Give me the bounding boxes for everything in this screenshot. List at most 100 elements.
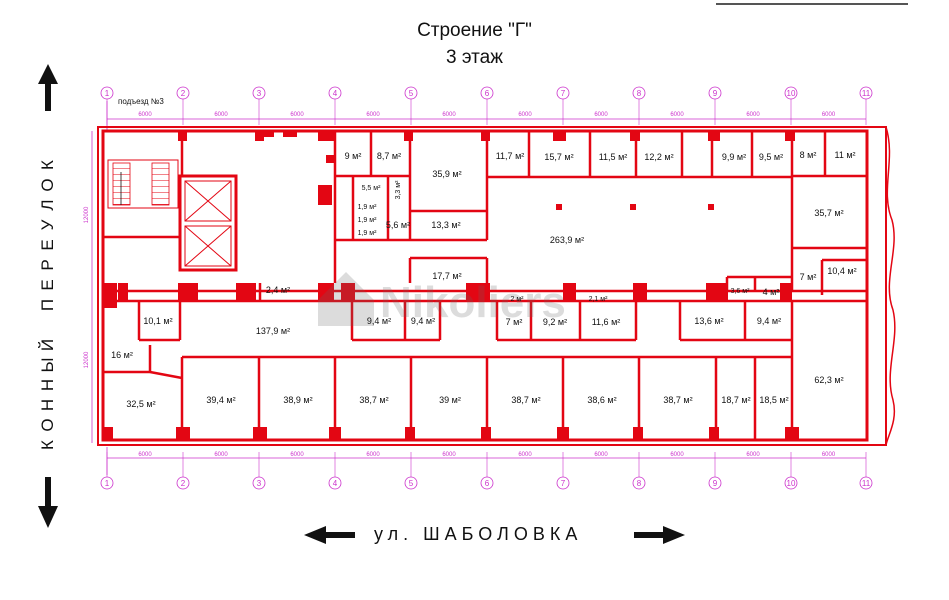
room-area-label: 38,7 м² [359,395,388,405]
axis-label: 2 [181,89,186,98]
west-arrow-icon [304,526,355,544]
column [785,427,799,440]
room-area-label: 39 м² [439,395,461,405]
entrance-label: подъезд №3 [118,97,164,106]
vertical-span-label: 12000 [84,206,90,223]
column [633,283,647,301]
column [404,131,413,141]
span-label: 6000 [366,452,380,458]
span-labels: 6000 6000 6000 6000 6000 6000 6000 6000 6000 6000… [84,112,836,458]
span-label: 6000 [822,452,836,458]
axis-label: 10 [787,479,796,488]
column [481,131,490,141]
span-label: 6000 [366,112,380,118]
axis-label: 8 [637,89,642,98]
span-label: 6000 [670,112,684,118]
room-area-label: 7 м² [800,272,817,282]
structural-columns [103,131,799,440]
span-label: 6000 [442,112,456,118]
column [553,131,566,141]
room-area-label: 16 м² [111,350,133,360]
span-label: 6000 [442,452,456,458]
span-label: 6000 [214,452,228,458]
axis-label: 6 [485,89,490,98]
room-area-label: 18,7 м² [721,395,750,405]
room-area-label: 2,1 м² [589,296,608,303]
column [318,283,334,301]
room-area-label: 11,6 м² [592,317,621,327]
column [318,185,332,205]
room-area-label: 3,3 м² [395,180,402,199]
room-area-label: 2,4 м² [266,285,290,295]
elevator-shafts [178,174,238,272]
column [557,427,569,440]
room-area-label: 2 м² [511,296,525,303]
column [118,283,128,301]
room-area-label: 9,4 м² [367,316,391,326]
span-label: 6000 [518,112,532,118]
span-label: 6000 [594,112,608,118]
axis-label: 11 [862,479,871,488]
room-area-label: 4 м² [763,287,780,297]
axis-label: 4 [333,479,338,488]
column [103,283,117,308]
column [405,427,415,440]
axis-label: 7 [561,479,566,488]
axis-label: 3 [257,89,262,98]
street-label: ул. ШАБОЛОВКА [374,524,583,544]
room-area-label: 13,6 м² [694,316,723,326]
column [329,427,341,440]
staircase [107,159,179,209]
room-area-label: 35,9 м² [432,169,461,179]
column [481,427,491,440]
column [563,283,576,301]
axis-label: 9 [713,479,718,488]
lane-letter: К [38,160,57,170]
column [236,283,256,301]
floor-title: 3 этаж [446,47,503,68]
axis-label: 5 [409,89,414,98]
room-area-label: 1,9 м² [358,230,377,237]
vertical-span-label: 12000 [84,351,90,368]
room-area-label: 39,4 м² [206,395,235,405]
column [341,283,355,301]
column [176,427,190,440]
column [466,283,490,301]
room-area-label: 10,4 м² [827,266,856,276]
span-label: 6000 [670,452,684,458]
room-area-label: 17,7 м² [432,271,461,281]
room-area-label: 38,9 м² [283,395,312,405]
axis-label: 4 [333,89,338,98]
room-area-label: 9,2 м² [543,317,567,327]
room-area-label: 11,7 м² [496,151,525,161]
room-area-label: 11,5 м² [599,152,628,162]
column [253,427,267,440]
room-area-label: 9,5 м² [759,152,783,162]
span-label: 6000 [746,452,760,458]
column [709,427,719,440]
room-area-label: 8,7 м² [377,151,401,161]
room-area-label: 9 м² [345,151,362,161]
axis-label: 11 [862,89,871,98]
span-label: 6000 [290,112,304,118]
column [708,131,720,141]
watermark-logo: Nikoliers [318,272,566,327]
svg-text:Nikoliers: Nikoliers [380,278,566,327]
column [103,427,113,440]
room-area-label: 3,6 м² [731,288,750,295]
east-arrow-icon [634,526,685,544]
room-area-label: 1,9 м² [358,204,377,211]
column [630,131,640,141]
room-area-label: 15,7 м² [544,152,573,162]
room-area-label: 7 м² [506,317,523,327]
room-area-label: 1,9 м² [358,217,377,224]
column [630,204,636,210]
column [708,204,714,210]
axis-label: 10 [787,89,796,98]
axis-label: 1 [105,479,110,488]
room-area-label: 5,5 м² [362,185,381,192]
column [255,131,264,141]
